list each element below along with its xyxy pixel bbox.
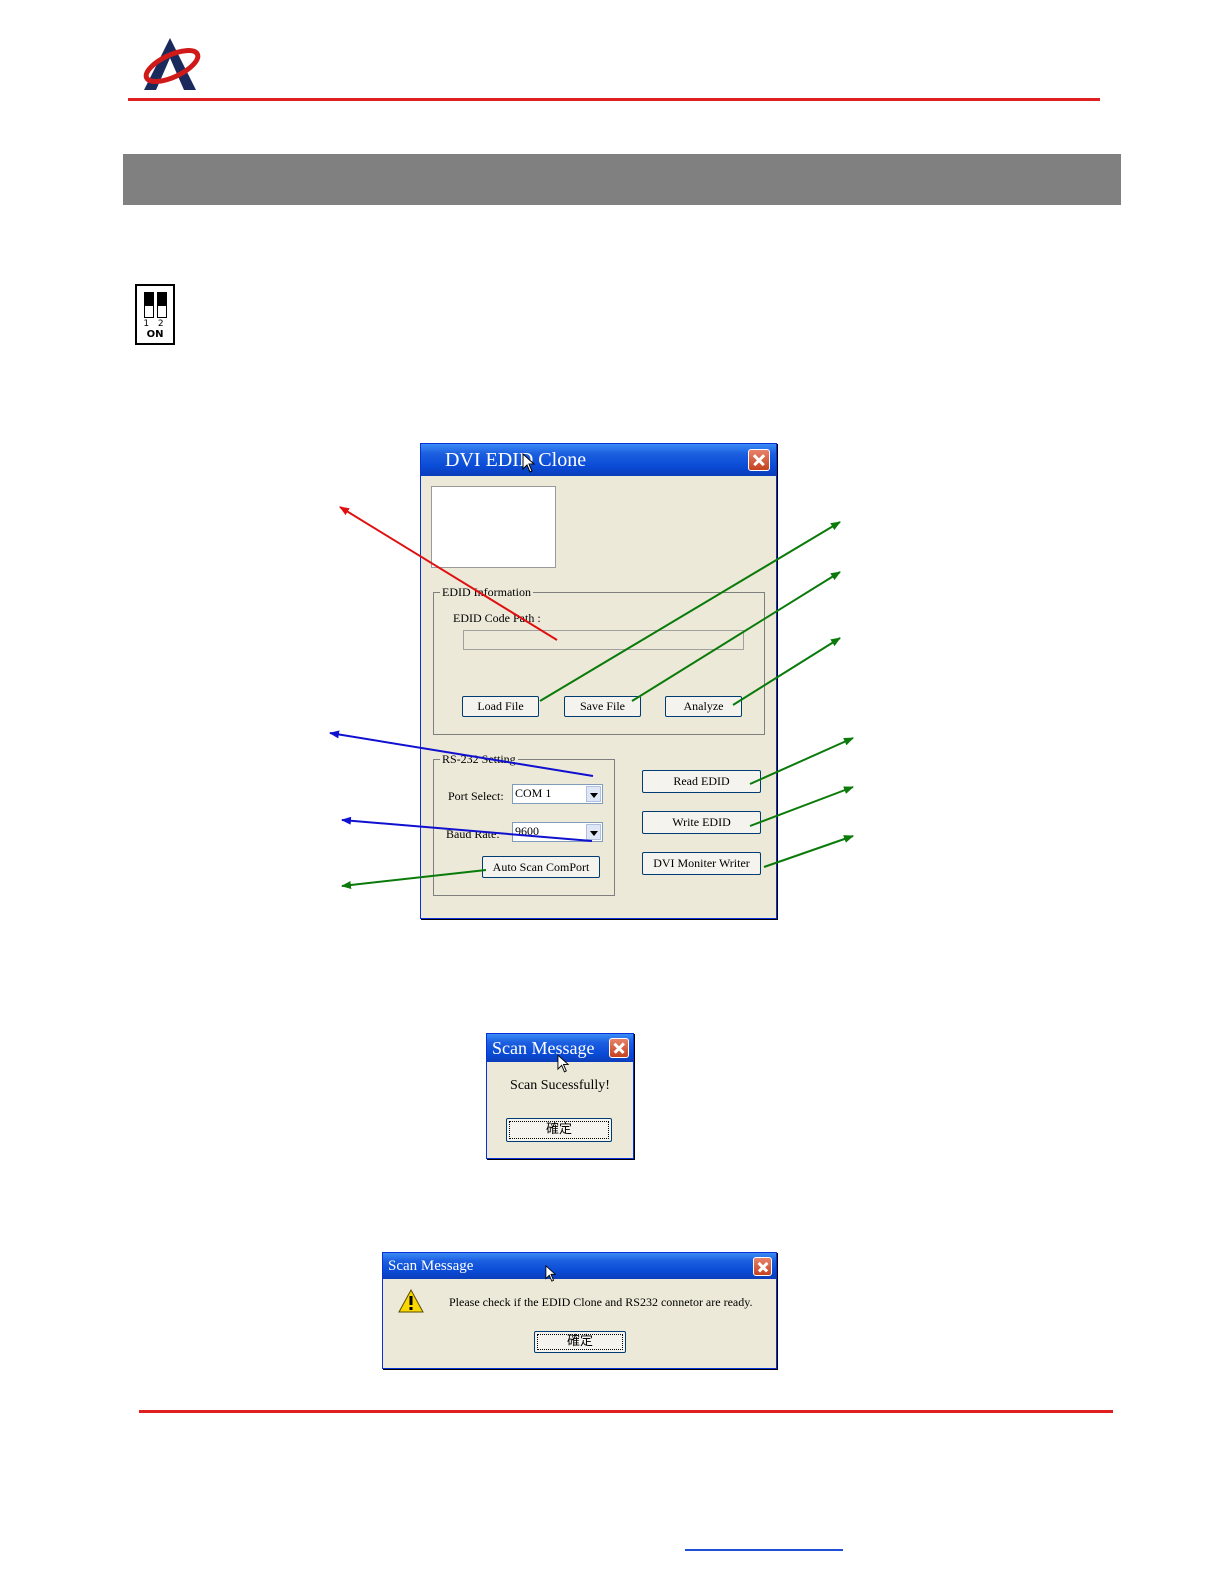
scan-error-dialog: Scan Message Please check if the EDID Cl… (382, 1252, 777, 1369)
dvi-edid-clone-window: DVI EDID Clone EDID Information EDID Cod… (420, 443, 777, 919)
dialog-title: Scan Message (492, 1038, 595, 1058)
port-select-value: COM 1 (515, 786, 552, 800)
arrow-dvi-writer (763, 835, 854, 868)
section-band (123, 154, 1121, 205)
edid-information-label: EDID Information (440, 584, 533, 600)
close-icon[interactable] (609, 1038, 629, 1058)
dvi-moniter-writer-button[interactable]: DVI Moniter Writer (642, 852, 761, 875)
chevron-down-icon[interactable] (586, 786, 601, 802)
close-icon[interactable] (753, 1257, 772, 1276)
ok-button[interactable]: 確定 (534, 1331, 626, 1353)
edid-information-group: EDID Information EDID Code Path : Load F… (433, 584, 765, 735)
ok-button[interactable]: 確定 (506, 1118, 612, 1142)
read-edid-button[interactable]: Read EDID (642, 770, 761, 793)
save-file-button[interactable]: Save File (564, 696, 641, 717)
port-select-label: Port Select: (448, 789, 504, 803)
rs232-setting-label: RS-232 Setting (440, 751, 518, 767)
baud-rate-label: Baud Rate: (446, 827, 500, 841)
close-icon[interactable] (748, 449, 770, 471)
scan-success-dialog: Scan Message Scan Sucessfully! 確定 (486, 1033, 634, 1159)
chevron-down-icon[interactable] (586, 824, 601, 840)
code-path-field[interactable] (463, 630, 744, 650)
window-title: DVI EDID Clone (445, 449, 587, 471)
dip-switch-numbers: 1 2 (143, 319, 167, 329)
warning-icon (398, 1288, 424, 1313)
header-rule (128, 98, 1100, 101)
dip-switch-icon: 1 2 ON (135, 284, 175, 345)
code-path-label: EDID Code Path : (453, 611, 541, 625)
dip-switch-state: ON (146, 329, 164, 340)
dialog-title: Scan Message (388, 1258, 474, 1274)
window-titlebar[interactable]: DVI EDID Clone (421, 444, 776, 476)
auto-scan-comport-button[interactable]: Auto Scan ComPort (482, 856, 600, 878)
rs232-setting-group: RS-232 Setting Port Select: COM 1 Baud R… (433, 751, 615, 896)
baud-rate-dropdown[interactable]: 9600 (512, 822, 603, 842)
write-edid-button[interactable]: Write EDID (642, 811, 761, 834)
load-file-button[interactable]: Load File (462, 696, 539, 717)
scan-success-message: Scan Sucessfully! (510, 1078, 610, 1093)
footer-rule (139, 1410, 1113, 1413)
baud-rate-value: 9600 (515, 824, 539, 838)
footer-link-underline[interactable] (685, 1549, 843, 1551)
port-select-dropdown[interactable]: COM 1 (512, 784, 603, 804)
logo-preview-box (431, 486, 556, 568)
scan-error-message: Please check if the EDID Clone and RS232… (449, 1295, 753, 1309)
dialog-titlebar[interactable]: Scan Message (383, 1253, 776, 1279)
analyze-button[interactable]: Analyze (665, 696, 742, 717)
company-logo (138, 36, 202, 92)
